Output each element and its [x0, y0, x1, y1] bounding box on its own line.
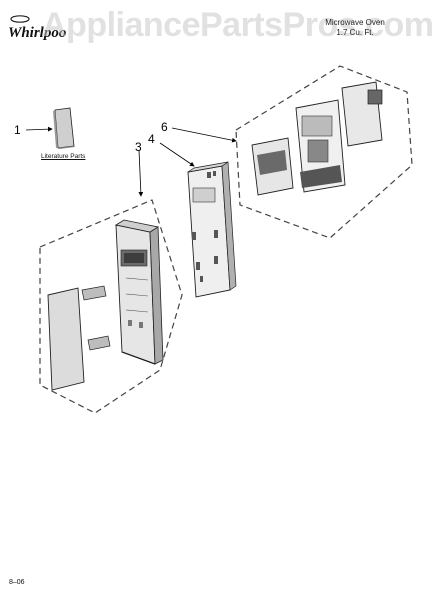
- model-title-line2: 1.7 Cu. Ft.: [336, 28, 374, 37]
- group-3-dashed-boundary: [39, 199, 183, 414]
- svg-text:Whirlpool: Whirlpool: [8, 25, 66, 40]
- callout-6: 6: [161, 120, 168, 134]
- leader-line-6: [171, 127, 237, 143]
- leader-line-4: [159, 142, 195, 167]
- literature-parts-label: Literature Parts: [41, 153, 86, 160]
- callout-4: 4: [148, 132, 155, 146]
- small-label-top: [81, 285, 107, 301]
- model-title: Microwave Oven 1.7 Cu. Ft.: [305, 18, 405, 38]
- control-panel-board: [187, 161, 237, 298]
- group-6-dashed-boundary: [235, 65, 413, 239]
- connector-block: [367, 89, 383, 105]
- callout-3: 3: [135, 140, 142, 154]
- page-code: 8–06: [9, 579, 25, 586]
- literature-booklet: [53, 107, 75, 149]
- whirlpool-logo: Whirlpool: [8, 15, 66, 40]
- control-housing: [295, 99, 346, 193]
- leader-line-1: [25, 126, 53, 132]
- membrane-panel: [47, 287, 85, 391]
- callout-1: 1: [14, 123, 21, 137]
- model-title-line1: Microwave Oven: [325, 18, 385, 27]
- door-latch-plate: [251, 137, 294, 196]
- control-panel-frame: [114, 219, 164, 365]
- small-label-bottom: [87, 335, 111, 351]
- leader-line-3: [138, 149, 144, 197]
